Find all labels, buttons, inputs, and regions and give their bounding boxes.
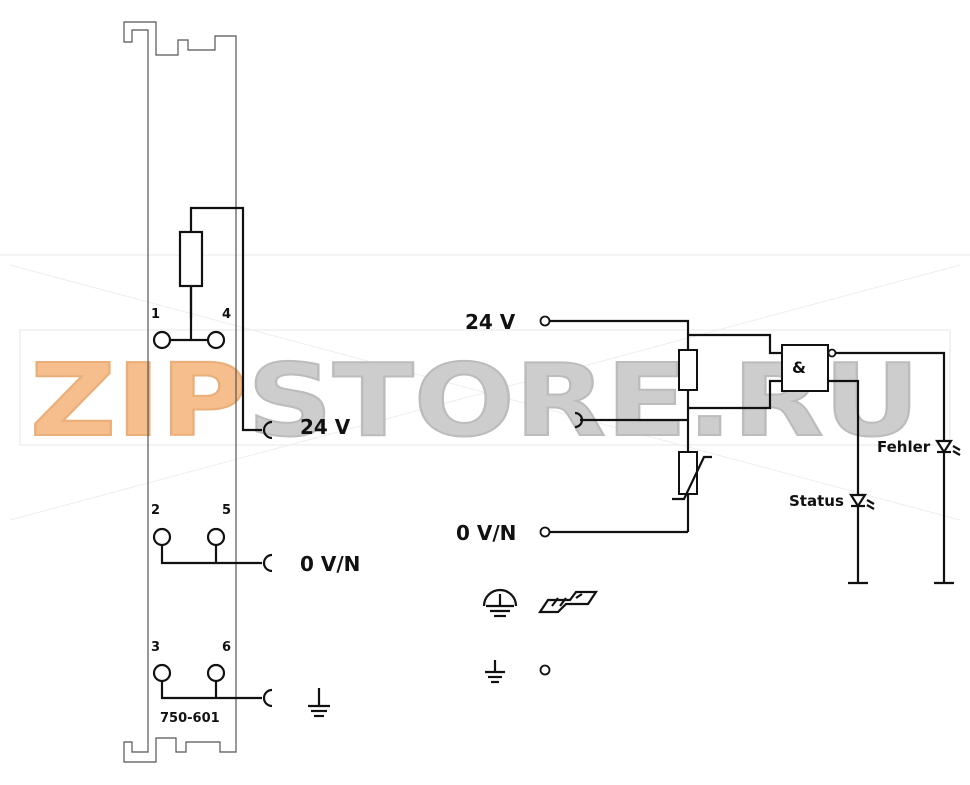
terminal-label-2: 2 <box>151 503 160 518</box>
terminal-group-2 <box>152 527 273 573</box>
part-number: 750-601 <box>160 711 220 726</box>
terminal-0v-right[interactable] <box>539 526 551 538</box>
terminal-group-3 <box>152 663 273 708</box>
terminal-label-3: 3 <box>151 640 160 655</box>
terminal-24v-right[interactable] <box>539 315 551 327</box>
fuse-icon <box>678 349 698 391</box>
terminal-group-1 <box>152 330 273 440</box>
module-fuse-circuit <box>168 206 262 432</box>
terminal-3[interactable] <box>152 663 172 683</box>
terminal-5[interactable] <box>206 527 226 547</box>
terminal-2[interactable] <box>152 527 172 547</box>
label-0v-right: 0 V/N <box>456 521 516 545</box>
internal-schematic: & 24 V 0 V/N Fehler Status <box>456 310 961 585</box>
terminal-1[interactable] <box>152 330 172 350</box>
and-gate-label: & <box>792 358 806 377</box>
label-24v-right: 24 V <box>465 310 516 334</box>
module-housing <box>123 21 237 763</box>
terminal-label-6: 6 <box>222 640 231 655</box>
terminal-label-4: 4 <box>222 307 231 322</box>
varistor-icon <box>678 451 698 495</box>
terminal-ground-right[interactable] <box>539 664 551 676</box>
and-gate-icon <box>781 344 829 392</box>
din-rail-icon <box>537 590 599 614</box>
led-icon <box>848 493 875 510</box>
terminal-label-1: 1 <box>151 307 160 322</box>
ground-icon <box>485 660 505 684</box>
terminal-4[interactable] <box>206 330 226 350</box>
label-24v-left: 24 V <box>300 415 351 439</box>
connector-24v-left <box>262 420 273 440</box>
ground-icon <box>308 688 330 718</box>
watermark-prefix: ZIP <box>30 342 247 459</box>
label-0v-left: 0 V/N <box>300 552 360 576</box>
led-icon <box>934 439 961 456</box>
connector-0v-left <box>262 553 273 573</box>
label-fehler: Fehler <box>877 438 931 456</box>
fuse-icon <box>178 230 204 288</box>
label-status: Status <box>789 492 844 510</box>
protective-earth-icon <box>482 588 518 618</box>
connector-ground-left <box>262 688 273 708</box>
terminal-label-5: 5 <box>222 503 231 518</box>
terminal-6[interactable] <box>206 663 226 683</box>
